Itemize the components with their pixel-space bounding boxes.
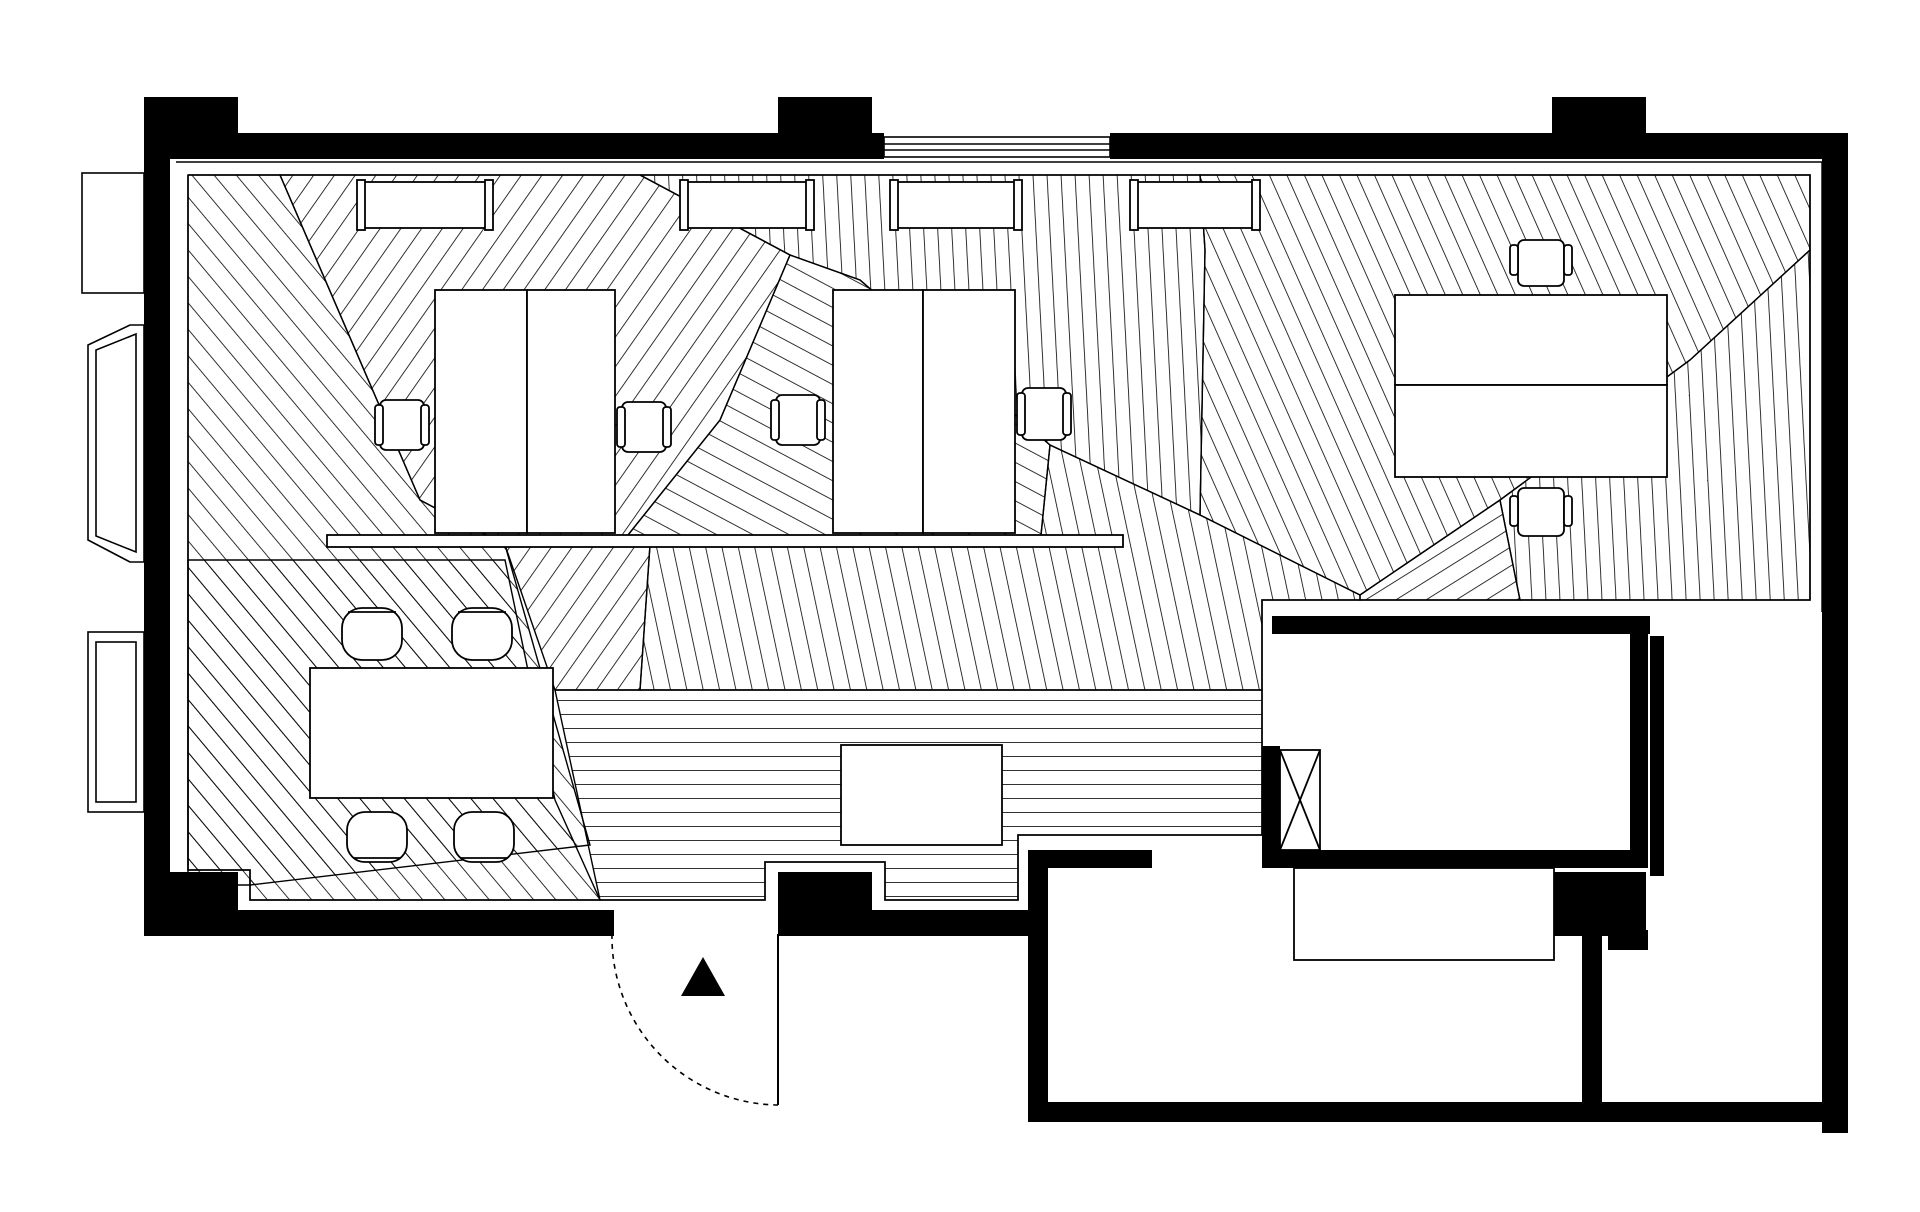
column-bottom-right xyxy=(1552,872,1646,936)
round-chair-4 xyxy=(453,811,515,863)
wall-service-top xyxy=(1028,850,1152,868)
work-chair-4 xyxy=(1016,387,1072,441)
round-chair-1 xyxy=(341,607,403,661)
desk-cluster-1-left xyxy=(434,289,528,534)
room-outer-outline xyxy=(176,161,1823,612)
furniture xyxy=(309,179,1668,961)
window-left-bay xyxy=(87,324,159,563)
wall-bottom-mid xyxy=(778,910,1040,936)
work-chair-3 xyxy=(770,394,826,446)
window-left-lower xyxy=(87,631,159,813)
long-bench xyxy=(326,534,1124,548)
wall-bottom-outer xyxy=(1028,1102,1848,1122)
wall-storage-left xyxy=(1650,636,1664,876)
windows xyxy=(81,136,1111,813)
walls xyxy=(144,97,1848,1133)
desk-cluster-1-right xyxy=(526,289,616,534)
work-chair-6 xyxy=(1509,487,1573,537)
door-swing-arc xyxy=(611,933,779,1106)
wall-top-left xyxy=(144,133,884,159)
entrance-triangle-icon xyxy=(681,957,725,996)
shaft-cross-icon xyxy=(1279,749,1321,851)
meeting-table-lower xyxy=(1394,384,1668,478)
work-chair-1 xyxy=(374,399,430,451)
meeting-table-upper xyxy=(1394,294,1668,386)
wall-service-divider xyxy=(1582,930,1602,1108)
wall-top-right xyxy=(1110,133,1848,159)
wall-right xyxy=(1822,133,1848,1133)
wall-upper-service-left xyxy=(1262,746,1280,850)
wall-bottom-left xyxy=(144,910,614,936)
desk-cluster-2-left xyxy=(832,289,924,534)
wall-upper-service-bottom xyxy=(1262,850,1630,868)
work-chair-5 xyxy=(1509,239,1573,287)
service-counter xyxy=(1293,867,1555,961)
round-chair-3 xyxy=(346,811,408,863)
room-outline xyxy=(187,174,1811,901)
window-top xyxy=(883,136,1111,158)
wall-upper-service-right xyxy=(1630,630,1648,868)
sofa-4 xyxy=(1129,179,1261,231)
entrance-door[interactable] xyxy=(611,933,779,1106)
round-chair-2 xyxy=(451,607,513,661)
sofa-2 xyxy=(679,179,815,231)
sofa-3 xyxy=(889,179,1023,231)
wall-upper-service-top xyxy=(1272,616,1650,634)
sofa-1 xyxy=(356,179,494,231)
desk-cluster-2-right xyxy=(922,289,1016,534)
lounge-table xyxy=(309,667,554,799)
window-left-upper xyxy=(81,172,145,294)
coffee-table xyxy=(840,744,1003,846)
wall-storage-stub xyxy=(1608,930,1648,950)
wall-left xyxy=(144,133,170,936)
wall-service-left xyxy=(1028,850,1048,1122)
work-chair-2 xyxy=(616,401,672,453)
